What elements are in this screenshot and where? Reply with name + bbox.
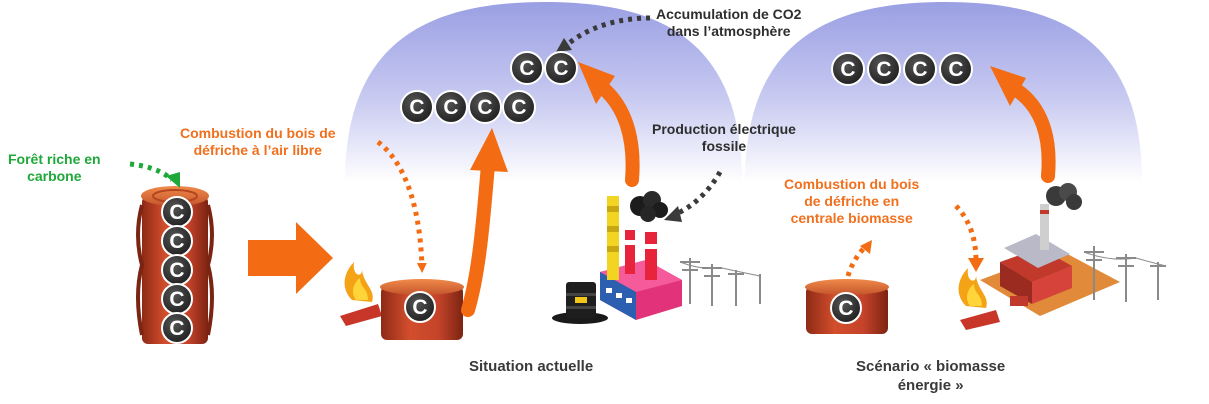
fossil-power-label-line1: Production électrique	[652, 121, 796, 137]
transition-arrow	[248, 222, 333, 294]
carbon-ball	[510, 51, 544, 85]
carbon-symbol: C	[876, 58, 891, 81]
scenario-caption-line2: énergie »	[897, 377, 964, 394]
fossil-power-label: Production électrique fossile	[652, 121, 796, 155]
carbon-ball	[400, 90, 434, 124]
carbon-symbol: C	[838, 297, 853, 320]
carbon-ball	[903, 52, 937, 86]
carbon-symbol: C	[169, 230, 184, 253]
carbon-symbol: C	[409, 96, 424, 119]
carbon-symbol: C	[553, 57, 568, 80]
biomass-plant-burning-label: Combustion du bois de défriche en centra…	[784, 176, 919, 227]
carbon-ball	[831, 52, 865, 86]
carbon-symbol: C	[443, 96, 458, 119]
carbon-ball	[830, 292, 862, 324]
carbon-symbol: C	[412, 296, 427, 319]
co2-accumulation-label: Accumulation de CO2 dans l’atmosphère	[656, 6, 801, 40]
oil-barrel-icon	[552, 282, 608, 324]
open-burning-label: Combustion du bois de défriche à l’air l…	[180, 125, 336, 159]
co2-accumulation-label-line1: Accumulation de CO2	[656, 6, 802, 22]
open-burning-label-line2: défriche à l’air libre	[193, 142, 322, 158]
carbon-symbol: C	[169, 201, 184, 224]
carbon-symbol: C	[519, 57, 534, 80]
forest-dotted-arrow	[129, 161, 174, 182]
biomass-plant-dotted-arrow	[954, 204, 979, 261]
forest-label-line1: Forêt riche en	[8, 151, 101, 167]
carbon-symbol: C	[477, 96, 492, 119]
carbon-symbol: C	[948, 58, 963, 81]
carbon-ball	[404, 291, 436, 323]
atmosphere-dome-current	[345, 2, 742, 182]
fire-icon	[340, 262, 382, 326]
carbon-ball	[468, 90, 502, 124]
open-burning-dotted-arrow	[376, 140, 427, 273]
carbon-symbol: C	[169, 288, 184, 311]
fossil-power-plant-icon	[600, 191, 682, 320]
scenario-caption: Scénario « biomasse énergie »	[856, 357, 1005, 395]
carbon-symbol: C	[511, 96, 526, 119]
forest-label-line2: carbone	[27, 168, 82, 184]
cleared-log-biomass-carbon-balls: C	[830, 292, 862, 324]
scenario-caption-line1: Scénario « biomasse	[856, 358, 1006, 375]
emission-arrow-open-burning	[461, 158, 495, 317]
atmosphere-dome-biomass	[745, 2, 1142, 182]
biomass-plant-burning-label-line2: de défriche en	[804, 193, 900, 209]
carbon-symbol: C	[169, 259, 184, 282]
carbon-ball	[544, 51, 578, 85]
carbon-ball	[939, 52, 973, 86]
carbon-ball	[867, 52, 901, 86]
carbon-symbol: C	[169, 317, 184, 340]
forest-label: Forêt riche en carbone	[8, 151, 101, 185]
co2-accumulation-label-line2: dans l’atmosphère	[666, 23, 791, 39]
biomass-log-dotted-arrow	[845, 244, 868, 277]
power-lines-current	[679, 258, 761, 306]
cleared-log-current-carbon-balls: C	[404, 291, 436, 323]
situation-caption: Situation actuelle	[469, 358, 594, 375]
carbon-ball	[161, 312, 193, 344]
fossil-power-dotted-arrow	[674, 170, 723, 217]
biomass-power-plant-icon	[980, 183, 1120, 316]
fire-icon	[958, 268, 1000, 330]
carbon-symbol: C	[840, 58, 855, 81]
carbon-ball	[434, 90, 468, 124]
fossil-power-label-line2: fossile	[701, 138, 747, 154]
carbon-symbol: C	[912, 58, 927, 81]
biomass-plant-burning-label-line1: Combustion du bois	[784, 176, 920, 192]
open-burning-label-line1: Combustion du bois de	[180, 125, 336, 141]
power-lines-biomass	[1083, 246, 1167, 302]
carbon-ball	[502, 90, 536, 124]
biomass-plant-burning-label-line3: centrale biomasse	[790, 210, 913, 226]
